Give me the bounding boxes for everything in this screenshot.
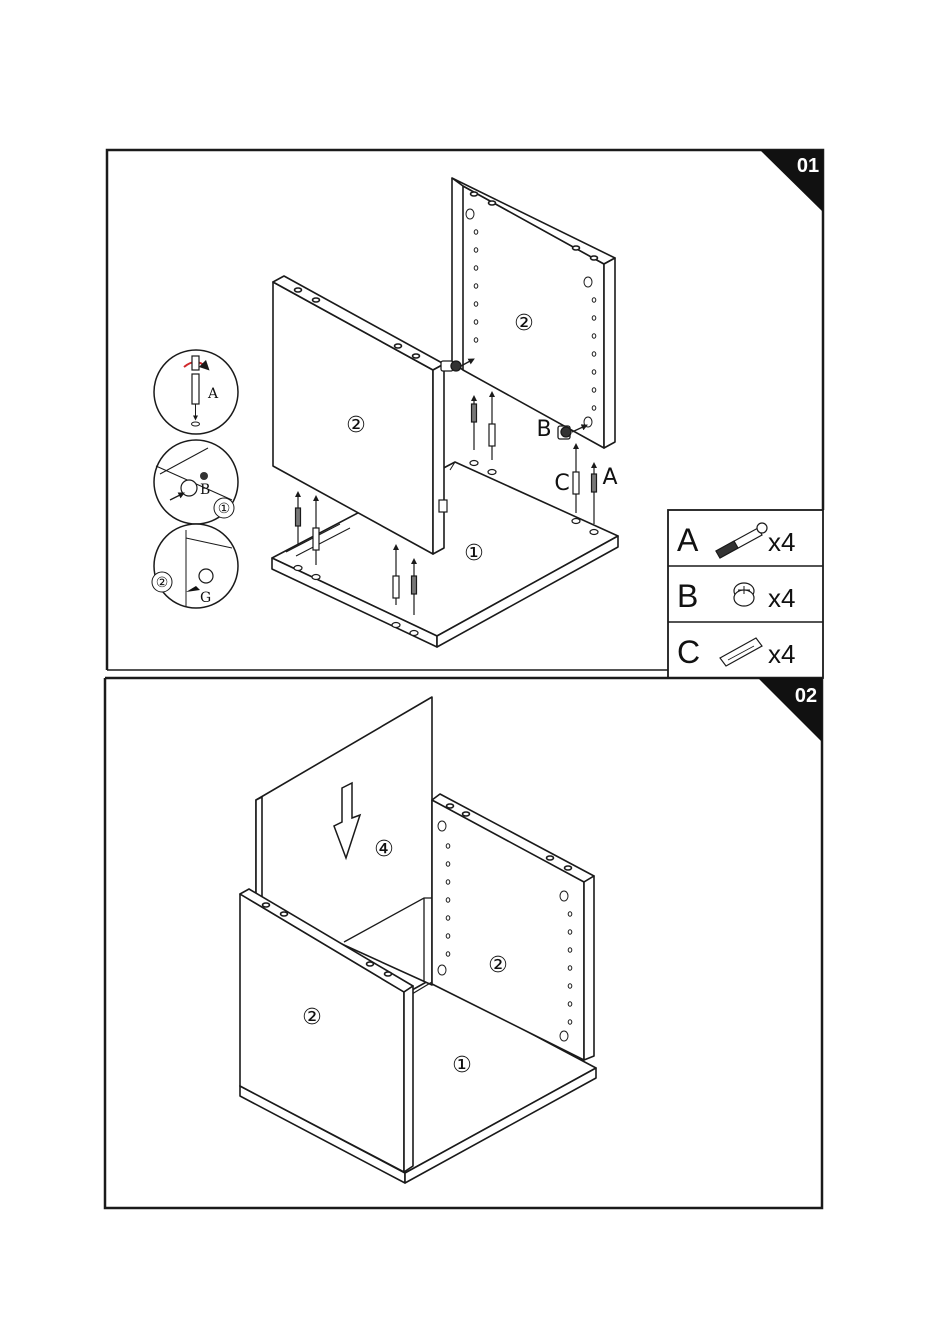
- part-b-quantity: x4: [768, 583, 795, 613]
- right-panel-label: ②: [514, 311, 534, 336]
- left-panel-label: ②: [302, 1005, 322, 1030]
- callout-part-2: ②: [156, 575, 169, 591]
- part-1-label: ①: [464, 541, 484, 566]
- callout-part-1: ①: [218, 501, 231, 517]
- fitting-c-label: C: [554, 471, 569, 496]
- part-c-letter: C: [677, 634, 700, 670]
- step-number-badge: 01: [760, 150, 823, 212]
- left-panel-cam-lock-icon: [439, 500, 447, 512]
- fitting-b-label: B: [536, 417, 551, 442]
- fitting-a-label: A: [602, 465, 617, 490]
- detail-callout-tighten: ② G: [152, 524, 238, 608]
- parts-list: A x4 B x4 C: [668, 510, 823, 678]
- step-01-panel: 01 ①: [107, 150, 823, 678]
- part-c-quantity: x4: [768, 639, 795, 669]
- part-b-letter: B: [677, 578, 698, 614]
- callout-a-letter: A: [207, 386, 219, 402]
- step-number-badge: 02: [758, 678, 822, 742]
- cam-lock-icon: [734, 583, 754, 606]
- callout-b-letter: B: [200, 482, 210, 498]
- part-a-letter: A: [677, 522, 699, 558]
- step-number: 02: [795, 685, 817, 707]
- part-a-quantity: x4: [768, 527, 795, 557]
- right-panel-label: ②: [488, 953, 508, 978]
- step-number: 01: [797, 155, 819, 177]
- detail-callout-cam-bolt: A: [154, 350, 238, 434]
- callout-tool-g: G: [200, 590, 211, 606]
- left-panel-label: ②: [346, 413, 366, 438]
- detail-callout-cam-lock: B ①: [154, 440, 238, 524]
- part-4-label: ④: [374, 837, 394, 862]
- part-1-label: ①: [452, 1053, 472, 1078]
- step-02-panel: 02 ④: [105, 678, 822, 1208]
